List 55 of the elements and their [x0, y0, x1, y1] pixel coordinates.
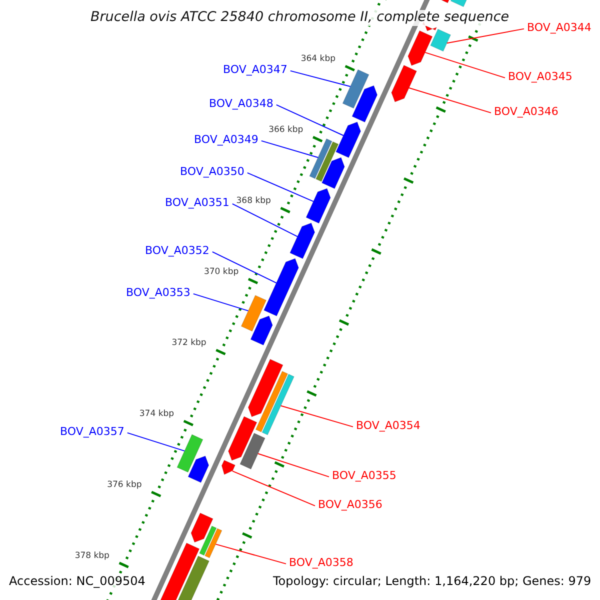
- gene-label: BOV_A0357: [60, 426, 124, 438]
- gene-block: [221, 460, 236, 475]
- gene-label: BOV_A0358: [289, 556, 354, 570]
- gene-label: BOV_A0353: [126, 286, 190, 300]
- gene-block: [336, 122, 361, 158]
- gene-label: BOV_A0348: [209, 98, 274, 110]
- tick-label: 378 kbp: [74, 552, 110, 562]
- leader-line: [280, 405, 354, 428]
- leader-line: [290, 70, 351, 87]
- gene-block: [306, 188, 331, 224]
- gene-label: BOV_A0350: [180, 166, 244, 178]
- tick-label: 372 kbp: [172, 339, 206, 349]
- leader-line: [408, 87, 492, 114]
- leader-line: [257, 453, 330, 478]
- gene-label: BOV_A0354: [356, 420, 420, 432]
- tick-label: 364 kbp: [300, 55, 336, 65]
- leader-line: [246, 172, 314, 202]
- gene-block: [342, 69, 370, 109]
- accession-text: Accession: NC_009504: [9, 575, 146, 589]
- gene-label: BOV_A0352: [145, 244, 210, 258]
- gene-block: [176, 434, 204, 473]
- tick-label: 366 kbp: [268, 126, 304, 136]
- leader-line: [215, 544, 286, 564]
- leader-line: [276, 104, 344, 136]
- tick-label: 376 kbp: [107, 481, 142, 491]
- tick-label: 368 kbp: [236, 197, 271, 207]
- tick-label: 370 kbp: [204, 268, 239, 278]
- gene-block: [204, 528, 222, 558]
- gene-block: [391, 64, 418, 102]
- gene-block: [262, 374, 294, 436]
- gene-label: BOV_A0346: [494, 106, 558, 118]
- gene-block: [309, 138, 332, 179]
- gene-label: BOV_A0355: [332, 470, 396, 482]
- leader-line: [446, 28, 524, 44]
- gene-block: [430, 28, 452, 52]
- leader-line: [260, 140, 319, 158]
- gene-block: [240, 432, 266, 470]
- leader-line: [126, 432, 185, 452]
- leader-line: [232, 203, 298, 237]
- gene-block: [408, 30, 433, 66]
- leader-line: [424, 52, 506, 78]
- gene-block: [264, 258, 299, 316]
- gene-block: [290, 222, 316, 260]
- gene-label: BOV_A0344: [527, 22, 592, 34]
- leader-line: [212, 251, 277, 284]
- gene-label: BOV_A0345: [508, 70, 572, 84]
- tick-label: 374 kbp: [139, 410, 174, 420]
- gene-label: BOV_A0347: [223, 64, 288, 76]
- gene-block: [240, 294, 267, 332]
- map-title: Brucella ovis ATCC 25840 chromosome II, complete sequence: [88, 10, 512, 26]
- leader-line: [232, 470, 316, 506]
- gene-label: BOV_A0349: [194, 134, 258, 146]
- sequence-info-text: Topology: circular; Length: 1,164,220 bp; Genes: 979: [273, 575, 592, 589]
- gene-label: BOV_A0356: [318, 498, 382, 512]
- gene-label: BOV_A0351: [165, 196, 230, 210]
